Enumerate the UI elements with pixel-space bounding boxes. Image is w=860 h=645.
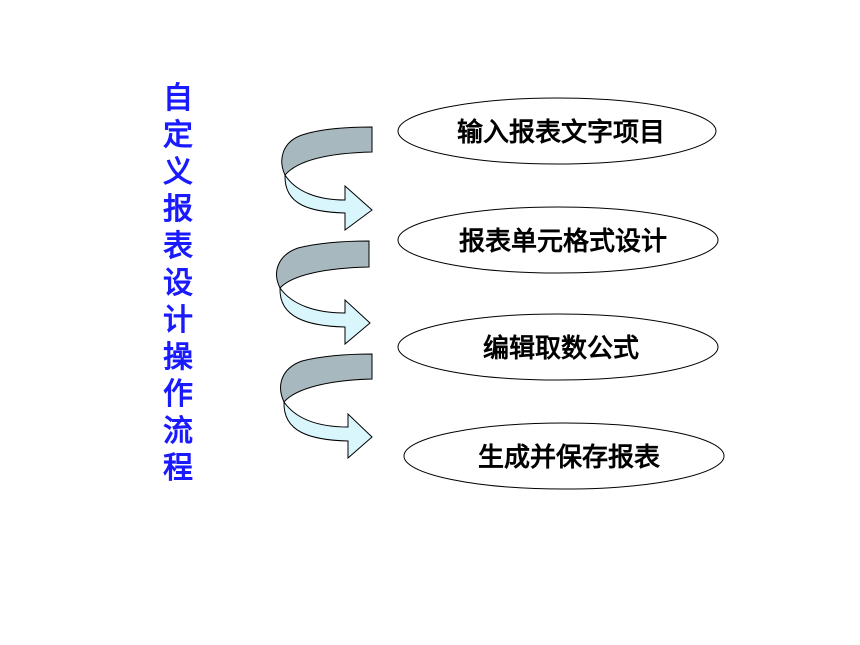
curved-arrow-2 — [276, 240, 371, 346]
step-2: 报表单元格式设计 — [397, 206, 719, 274]
step-2-label: 报表单元格式设计 — [459, 226, 667, 257]
step-1-ellipse — [397, 97, 717, 165]
step-4: 生成并保存报表 — [403, 422, 725, 490]
arrow-1-front — [284, 173, 373, 231]
title-char-8: 操 — [163, 340, 193, 375]
title-char-10: 流 — [163, 414, 193, 449]
curved-arrow-1 — [281, 126, 373, 231]
step-3-ellipse — [397, 313, 719, 381]
title-char-6: 设 — [163, 266, 193, 301]
step-2-ellipse — [397, 206, 719, 274]
arrow-2-front — [279, 286, 371, 346]
title-char-3: 义 — [163, 155, 193, 190]
arrow-1-back — [281, 126, 373, 176]
title-char-2: 定 — [163, 118, 193, 153]
step-4-label: 生成并保存报表 — [478, 442, 661, 473]
step-1-label: 输入报表文字项目 — [457, 117, 665, 148]
step-1: 输入报表文字项目 — [397, 97, 717, 165]
step-4-ellipse — [403, 422, 725, 490]
title-char-7: 计 — [163, 303, 193, 338]
step-3-label: 编辑取数公式 — [483, 333, 639, 364]
arrow-3-front — [283, 400, 373, 460]
title-char-9: 作 — [163, 377, 193, 412]
arrow-2-back — [276, 240, 370, 289]
step-3: 编辑取数公式 — [397, 313, 719, 381]
curved-arrow-3 — [280, 353, 373, 460]
title-char-11: 程 — [163, 451, 193, 486]
title-char-5: 表 — [163, 229, 193, 264]
vertical-title: 自定义报表设计操作流程 — [158, 80, 198, 487]
arrow-3-back — [280, 353, 373, 403]
title-char-1: 自 — [163, 81, 193, 116]
title-char-4: 报 — [163, 192, 193, 227]
